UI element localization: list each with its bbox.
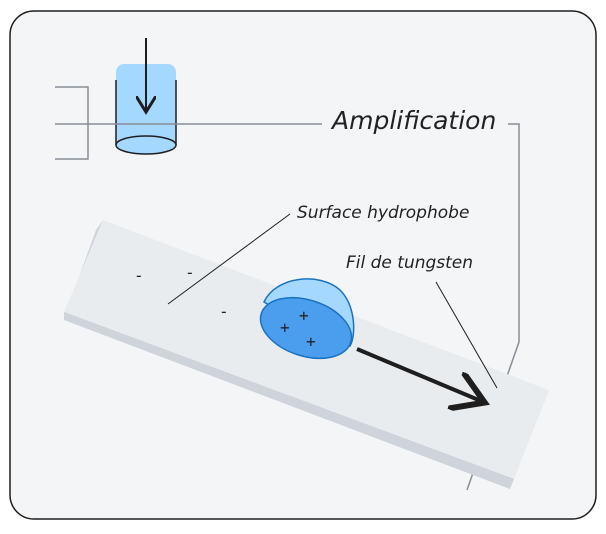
plate-front-edge bbox=[64, 312, 514, 489]
amplification-label: Amplification bbox=[330, 106, 496, 135]
droplet: + + + bbox=[259, 278, 355, 360]
negative-charge: - bbox=[134, 266, 144, 285]
negative-charge: - bbox=[219, 302, 229, 321]
positive-charge: + bbox=[280, 318, 290, 337]
droplet-base bbox=[259, 296, 353, 360]
wire-label: Fil de tungsten bbox=[346, 253, 473, 273]
positive-charge: + bbox=[299, 306, 309, 325]
wire-leader-line bbox=[435, 281, 498, 389]
surface-label: Surface hydrophobe bbox=[297, 203, 469, 223]
negative-charge: - bbox=[185, 263, 195, 282]
surface-leader-line bbox=[167, 213, 291, 305]
positive-charge: + bbox=[306, 332, 316, 351]
motion-arrow-icon bbox=[356, 347, 481, 401]
objective-bracket bbox=[55, 86, 89, 160]
